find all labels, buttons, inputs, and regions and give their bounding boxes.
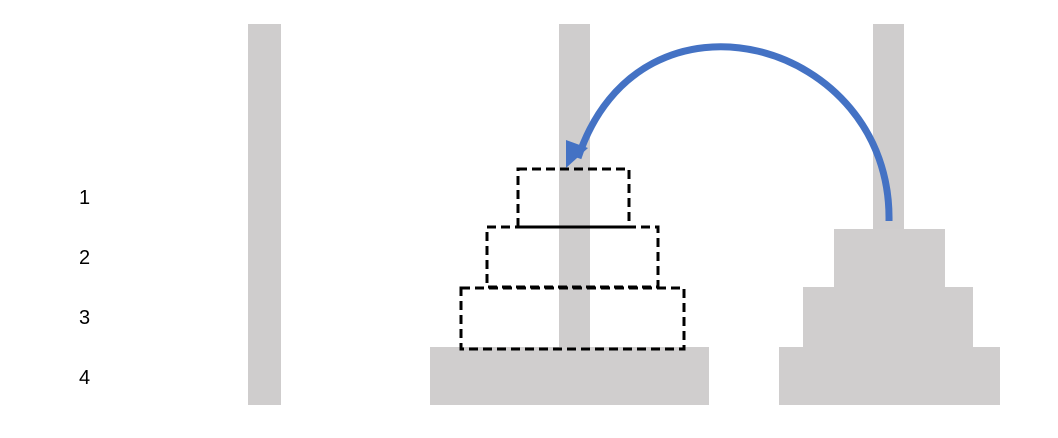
arrow-head — [566, 140, 588, 168]
middle-outline-disk-2 — [485, 225, 660, 289]
right-disk-4 — [779, 347, 1000, 405]
middle-outline-disk-3 — [459, 286, 686, 351]
move-arrow — [574, 43, 893, 222]
right-disk-2 — [834, 229, 945, 287]
left-peg — [248, 24, 281, 405]
level-label-4: 4 — [79, 367, 91, 389]
middle-disk-4 — [430, 347, 709, 405]
right-disk-3 — [803, 287, 973, 347]
level-label-2: 2 — [79, 247, 91, 269]
level-label-3: 3 — [79, 307, 91, 329]
level-label-1: 1 — [79, 187, 91, 209]
middle-peg — [559, 24, 590, 405]
